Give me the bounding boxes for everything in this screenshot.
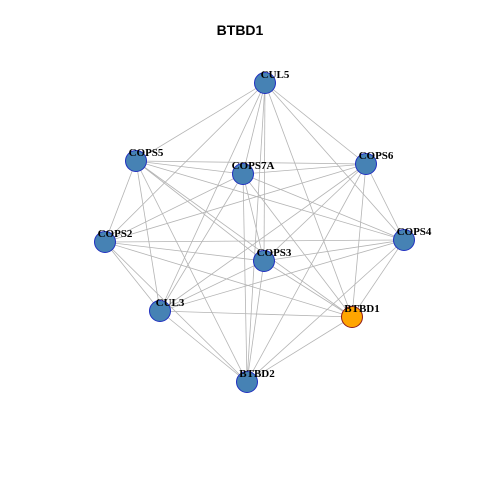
node-label-cul5: CUL5 xyxy=(261,69,290,81)
edge-cops5-cops3 xyxy=(135,160,265,262)
node-label-cops2: COPS2 xyxy=(98,228,133,240)
edge-cops4-cul3 xyxy=(159,239,405,312)
edge-cul5-cops2 xyxy=(104,82,266,243)
edge-cul3-cops2 xyxy=(104,241,161,312)
node-label-btbd2: BTBD2 xyxy=(239,368,275,380)
edge-cul5-cul3 xyxy=(159,82,266,312)
node-cops3 xyxy=(253,250,275,272)
edge-cops5-cops7a xyxy=(135,160,244,175)
edge-btbd2-cops5 xyxy=(135,160,248,383)
edge-btbd2-cops3 xyxy=(246,260,265,383)
edge-cul5-cops5 xyxy=(135,82,266,162)
edge-cops4-cops2 xyxy=(104,239,405,243)
node-label-cops3: COPS3 xyxy=(257,247,292,259)
edge-btbd1-cops2 xyxy=(104,241,353,318)
node-label-btbd1: BTBD1 xyxy=(344,303,379,315)
edge-btbd2-cops7a xyxy=(242,173,248,383)
edge-btbd2-cul3 xyxy=(159,310,248,383)
node-label-cops4: COPS4 xyxy=(397,226,432,238)
edge-cops4-btbd1 xyxy=(351,239,405,318)
edge-cul5-btbd1 xyxy=(264,82,353,318)
edge-cops6-cops3 xyxy=(263,163,367,262)
page-title: BTBD1 xyxy=(216,22,264,38)
edge-cul5-cops6 xyxy=(264,82,367,165)
node-label-cops6: COPS6 xyxy=(359,150,394,162)
edge-btbd1-cops3 xyxy=(263,260,353,318)
edge-cul3-cops5 xyxy=(135,160,161,312)
edge-cops4-cops5 xyxy=(135,160,405,241)
edge-btbd1-cul3 xyxy=(159,310,353,318)
edge-cops2-cops7a xyxy=(104,173,244,243)
edge-cul5-btbd2 xyxy=(246,82,266,383)
edge-cul5-cops7a xyxy=(242,82,266,175)
edge-cops6-cops5 xyxy=(135,160,367,165)
edge-cops4-cops7a xyxy=(242,173,405,241)
node-cops4 xyxy=(393,229,415,251)
edge-btbd2-cops2 xyxy=(104,241,248,383)
edge-cops6-cul3 xyxy=(159,163,367,312)
node-label-cul3: CUL3 xyxy=(156,297,185,309)
node-cul3 xyxy=(149,300,171,322)
node-btbd2 xyxy=(236,371,258,393)
edge-cul3-cops3 xyxy=(159,260,265,312)
node-label-cops5: COPS5 xyxy=(129,147,164,159)
edge-cops6-cops7a xyxy=(242,163,367,175)
edge-cops6-cops2 xyxy=(104,163,367,243)
node-btbd1 xyxy=(341,306,363,328)
edge-btbd1-btbd2 xyxy=(246,316,353,383)
edge-cops6-cops4 xyxy=(365,163,405,241)
edge-cops7a-cops3 xyxy=(242,173,265,262)
edge-cops2-cops5 xyxy=(104,160,137,243)
edge-cops4-cops3 xyxy=(263,239,405,262)
edge-btbd1-cops7a xyxy=(242,173,353,318)
node-cul5 xyxy=(254,72,276,94)
edge-cul5-cops4 xyxy=(264,82,405,241)
nodes-layer xyxy=(94,72,415,393)
node-cops6 xyxy=(355,153,377,175)
node-cops7a xyxy=(232,163,254,185)
node-label-cops7a: COPS7A xyxy=(232,160,275,172)
edge-cops2-cops3 xyxy=(104,241,265,262)
edge-cops4-btbd2 xyxy=(246,239,405,383)
edge-cops6-btbd2 xyxy=(246,163,367,383)
edge-cul3-cops7a xyxy=(159,173,244,312)
node-cops5 xyxy=(125,150,147,172)
node-cops2 xyxy=(94,231,116,253)
edges-layer xyxy=(104,82,405,383)
